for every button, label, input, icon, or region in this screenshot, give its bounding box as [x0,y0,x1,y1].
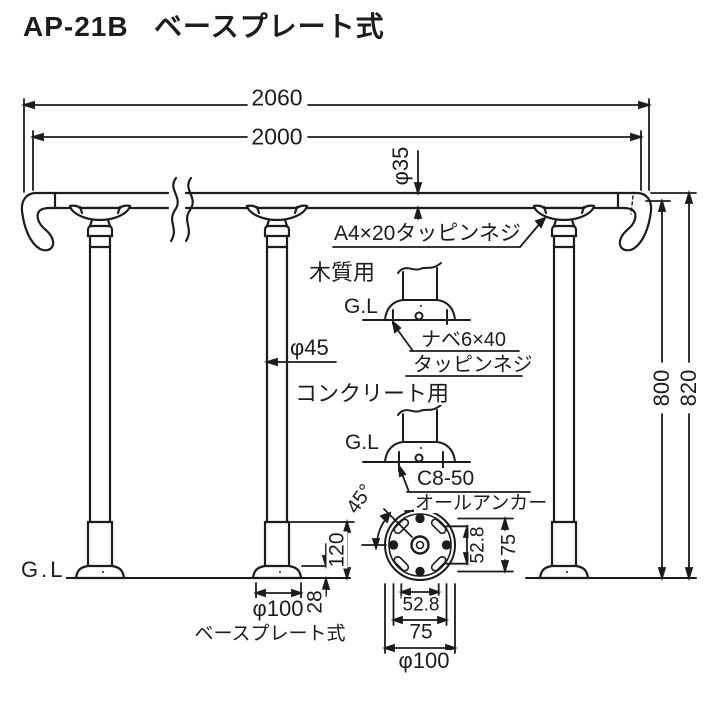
title-product-type: ベースプレート式 [153,11,386,42]
dim-line-height-800 [645,197,671,582]
dim-plate-height-28: 28 [303,589,327,615]
dim-post-diameter: φ45 [289,335,330,360]
label-gl-main: G.L [20,557,67,582]
label-wood-mount: 木質用 [308,260,377,285]
dim-line-height-820 [650,189,697,582]
note-concrete-anchor-type: オールアンカー [414,493,549,514]
post-right [532,204,596,580]
label-concrete-mount: コンクリート用 [294,381,451,406]
dim-slot-pitch-horizontal: 52.8 [401,594,441,616]
left-end-cap [20,191,57,252]
leader-rail-screw [332,216,547,248]
dim-line-rail-2000 [29,130,645,191]
dim-line-hole-pitch-v [457,515,514,575]
dim-base-diameter: φ100 [251,596,305,621]
dim-rail-diameter: φ35 [388,145,413,187]
right-end-cap [616,191,653,252]
post-middle [245,204,309,580]
dim-line-plate-dia [382,583,458,654]
dim-line-hole-pitch-h [390,583,450,626]
break-symbol [184,176,194,243]
concrete-mount-detail [362,404,547,512]
dim-plate-diameter: φ100 [397,648,451,673]
wood-mount-detail [362,262,523,377]
note-wood-screw-size: ナベ6×40 [420,329,508,351]
dim-sleeve-height-120: 120 [325,531,349,569]
label-gl-wood: G.L [343,295,379,318]
dim-height-820: 820 [676,368,701,408]
title-model-code: AP-21B [22,11,130,42]
dim-overall-width: 2060 [250,84,304,111]
dim-height-800: 800 [649,368,674,408]
dim-slot-pitch-vertical: 52.8 [467,525,489,565]
dim-line-post-dia [263,357,337,367]
posts [68,204,596,580]
label-gl-concrete: G.L [344,431,380,454]
post-left [68,204,132,580]
dim-line-slot-pitch-h [398,583,442,599]
dim-line-overall-2060 [20,98,653,193]
break-symbol [169,176,179,243]
label-baseplate-type: ベースプレート式 [193,623,347,645]
dim-line-rail-dia [413,150,423,220]
dim-rail-length: 2000 [250,123,304,150]
dim-line-base-dia [253,582,304,599]
note-concrete-anchor-size: C8-50 [416,467,476,490]
dim-hole-pitch-horizontal: 75 [408,620,434,644]
note-rail-screw: A4×20タッピンネジ [333,222,522,245]
dim-hole-pitch-vertical: 75 [498,532,520,558]
note-wood-screw-type: タッピンネジ [412,354,534,376]
dim-angle-45 [361,508,413,551]
